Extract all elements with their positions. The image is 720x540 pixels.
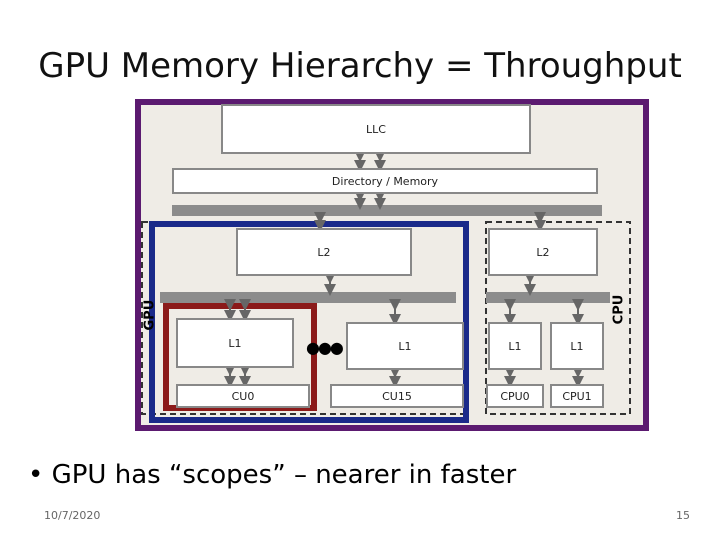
cpu-l1-label: L1 <box>570 339 584 353</box>
cu0-label: CU0 <box>231 389 255 403</box>
cpu-l2-box: L2 <box>488 228 598 276</box>
ellipsis-dots: ●●● <box>306 338 344 357</box>
page-number: 15 <box>676 509 690 522</box>
gpu-l2-box: L2 <box>236 228 412 276</box>
cpu1-box: CPU1 <box>550 384 604 408</box>
cu15-box: CU15 <box>330 384 464 408</box>
directory-label: Directory / Memory <box>331 174 439 188</box>
directory-memory-box: Directory / Memory <box>172 168 598 194</box>
connection-arrows <box>224 150 584 388</box>
footer-date: 10/7/2020 <box>44 509 101 522</box>
cpu-region <box>485 221 631 415</box>
cpu-l1-box-cpu0: L1 <box>488 322 542 370</box>
llc-label: LLC <box>366 122 386 136</box>
cpu-l1-box-cpu1: L1 <box>550 322 604 370</box>
cpu-region-label: CPU <box>611 294 627 325</box>
cpu-l1-label: L1 <box>508 339 522 353</box>
gpu-interconnect-bar <box>160 292 456 303</box>
slide-title: GPU Memory Hierarchy = Throughput <box>38 46 682 86</box>
cpu-l2-label: L2 <box>536 245 550 259</box>
bullet-point: • GPU has “scopes” – nearer in faster <box>28 460 517 490</box>
gpu-l2-label: L2 <box>317 245 331 259</box>
gpu-l1-box-cu0: L1 <box>176 318 294 368</box>
gpu-l1-label: L1 <box>228 336 242 350</box>
gpu-scope-box <box>149 221 469 423</box>
cu0-box: CU0 <box>176 384 310 408</box>
cu15-label: CU15 <box>382 389 412 403</box>
cpu0-box: CPU0 <box>486 384 544 408</box>
gpu-l1-box-cu15: L1 <box>346 322 464 370</box>
cpu0-label: CPU0 <box>500 389 530 403</box>
cpu-interconnect-bar <box>486 292 610 303</box>
llc-box: LLC <box>221 104 531 154</box>
cpu1-label: CPU1 <box>562 389 592 403</box>
gpu-region-label: GPU <box>142 299 158 331</box>
system-interconnect-bar <box>172 205 602 216</box>
gpu-l1-label: L1 <box>398 339 412 353</box>
